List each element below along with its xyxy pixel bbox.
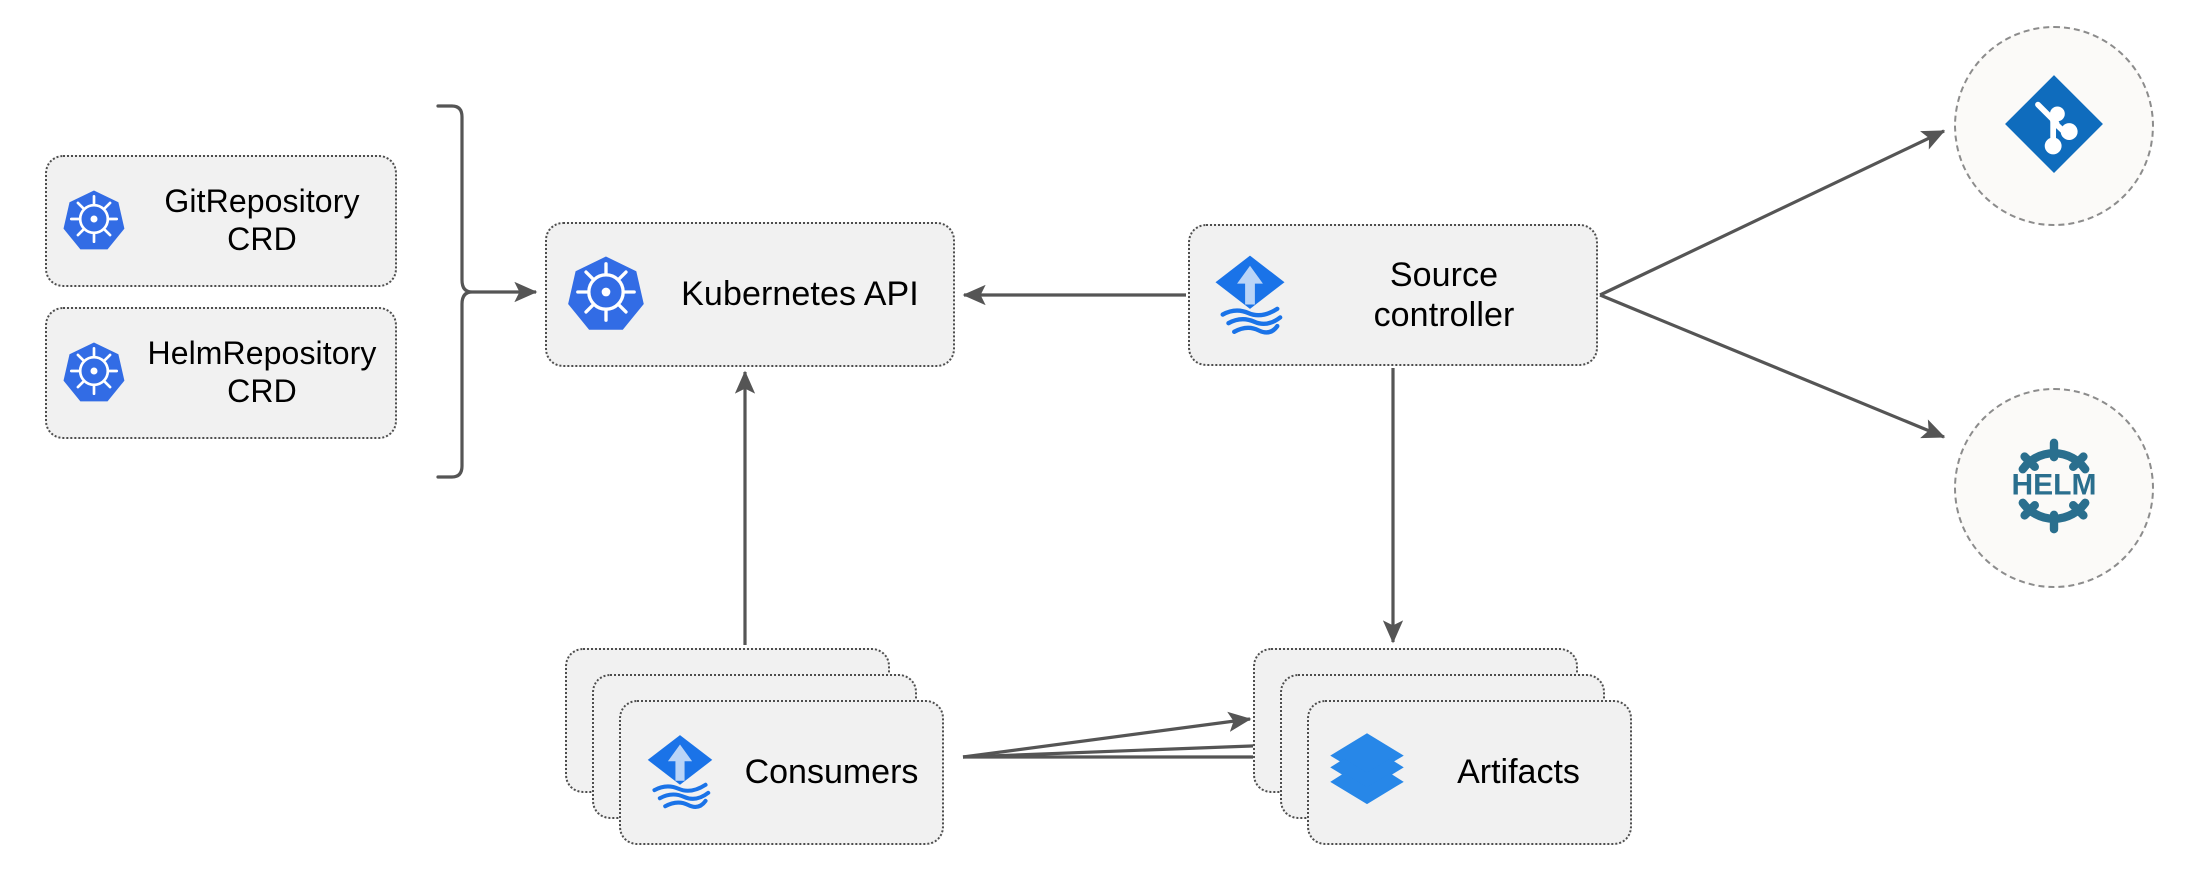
artifacts-card-front[interactable]: Artifacts xyxy=(1307,700,1632,845)
edge-consumers-to-artifacts-2 xyxy=(962,735,1279,759)
node-label: Source controller xyxy=(1373,255,1515,334)
node-label: Kubernetes API xyxy=(681,275,919,314)
flux-icon xyxy=(637,727,723,818)
node-label: GitRepository CRD xyxy=(164,183,360,257)
node-label: HelmRepository CRD xyxy=(147,335,377,409)
node-git-source[interactable] xyxy=(1954,26,2154,226)
node-source-controller[interactable]: Source controller xyxy=(1188,224,1598,366)
edge-source-controller-to-git xyxy=(1599,129,1946,297)
consumers-card-front[interactable]: Consumers xyxy=(619,700,944,845)
helm-wordmark: HELM xyxy=(2012,468,2097,501)
kubernetes-icon xyxy=(61,338,127,409)
edge-consumers-to-artifacts-1 xyxy=(962,711,1252,759)
helm-icon: HELM xyxy=(1994,426,2114,551)
node-helmrepository-crd[interactable]: HelmRepository CRD xyxy=(45,307,397,439)
node-consumers[interactable]: Consumers xyxy=(565,648,960,853)
git-icon xyxy=(2000,70,2108,183)
node-kubernetes-api[interactable]: Kubernetes API xyxy=(545,222,955,367)
layers-icon xyxy=(1325,728,1409,817)
node-label: Consumers xyxy=(744,753,919,791)
kubernetes-icon xyxy=(565,251,647,338)
node-label: Artifacts xyxy=(1457,753,1580,791)
flux-icon xyxy=(1204,247,1296,344)
node-artifacts[interactable]: Artifacts xyxy=(1253,648,1648,853)
crd-group-bracket xyxy=(436,104,473,479)
kubernetes-icon xyxy=(61,186,127,257)
node-helm-source[interactable]: HELM xyxy=(1954,388,2154,588)
edge-source-controller-to-helm xyxy=(1599,293,1946,439)
node-gitrepository-crd[interactable]: GitRepository CRD xyxy=(45,155,397,287)
